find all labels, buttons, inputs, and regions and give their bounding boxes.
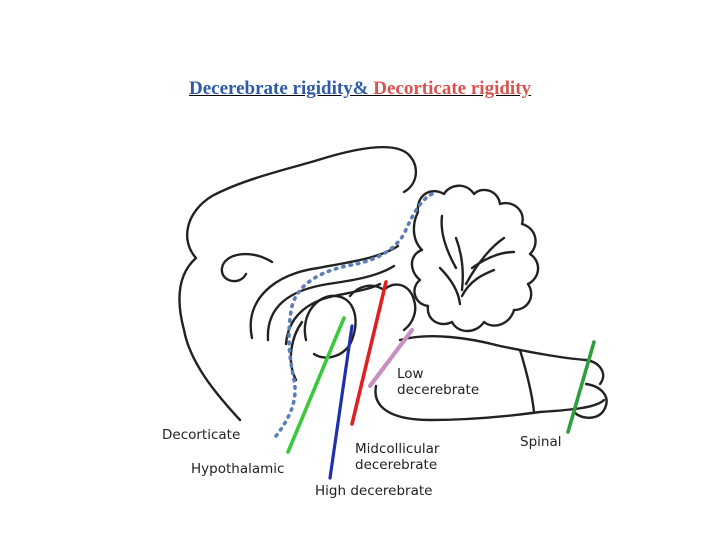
cerebellum-outline: [410, 184, 540, 333]
midcollicular-cut-line: [350, 280, 388, 426]
medulla-divider: [518, 348, 536, 414]
spinal-cut-line: [566, 340, 596, 434]
hypothalamic-cut-line: [286, 316, 346, 454]
corpus-callosum-upper: [249, 244, 400, 340]
label-decorticate: Decorticate: [162, 427, 241, 443]
brainstem-upper: [398, 335, 605, 386]
spinal-cord-end: [572, 382, 608, 419]
cerebrum-outline: [178, 145, 417, 422]
brain-sagittal-diagram: [178, 145, 608, 480]
label-spinal: Spinal: [520, 434, 562, 450]
label-hypothalamic: Hypothalamic: [191, 461, 285, 477]
slide-title: Decerebrate rigidity& Decorticate rigidi…: [0, 78, 720, 100]
low-decerebrate-cut-line: [367, 327, 415, 389]
label-high-decerebrate: High decerebrate: [315, 483, 433, 499]
thalamus: [303, 294, 357, 359]
corpus-callosum-lower: [266, 264, 396, 342]
label-low-decerebrate-line2: decerebrate: [397, 382, 480, 398]
label-midcollicular-line1: Midcollicular: [355, 441, 440, 457]
midbrain-colliculi: [348, 283, 417, 332]
arbor-vitae: [438, 214, 516, 306]
label-low-decerebrate-line1: Low: [397, 366, 424, 382]
title-decerebrate: Decerebrate rigidity&: [188, 78, 369, 99]
cortex-fold: [220, 252, 274, 283]
high-decerebrate-cut-line: [328, 324, 354, 480]
label-midcollicular-line2: decerebrate: [355, 457, 438, 473]
decorticate-cut-line: [274, 192, 434, 438]
title-decorticate: Decorticate rigidity: [368, 78, 532, 99]
